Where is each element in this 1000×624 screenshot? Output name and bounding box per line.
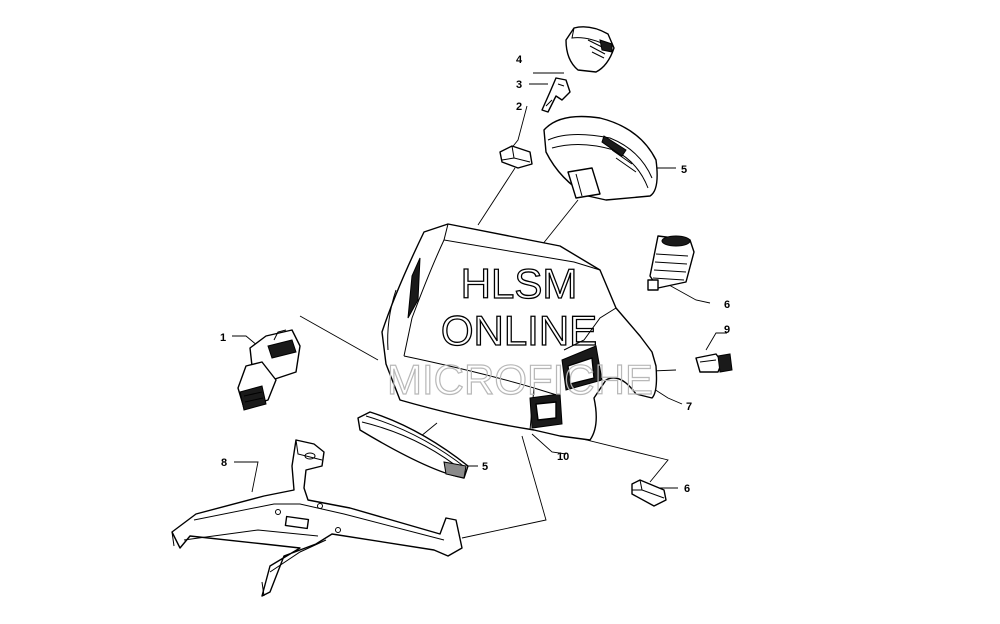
part-8-mounting-bracket — [171, 439, 463, 597]
part-5-lens-frame — [357, 411, 469, 479]
callout-3: 3 — [516, 79, 522, 91]
part-7-console-housing — [381, 223, 658, 441]
watermark-line-2: ONLINE — [441, 307, 597, 354]
part-2-nut — [499, 145, 533, 169]
watermark: HLSM ONLINE MICROFICHE — [386, 259, 653, 403]
part-9-push-rivet — [695, 353, 733, 373]
callout-6-lower: 6 — [684, 483, 690, 495]
callout-7: 7 — [686, 401, 692, 413]
watermark-line-1: HLSM — [461, 260, 578, 307]
callout-6-upper: 6 — [724, 299, 730, 311]
callout-8: 8 — [221, 457, 227, 469]
callout-5-upper: 5 — [681, 164, 687, 176]
part-5-gauge-upper — [543, 115, 658, 201]
part-6-nut — [631, 479, 667, 507]
callout-1: 1 — [220, 332, 226, 344]
callout-10: 10 — [557, 451, 569, 463]
part-4-key-cap — [565, 26, 615, 73]
callout-2: 2 — [516, 101, 522, 113]
callout-labels: 4 3 2 5 6 9 7 1 5 10 6 8 — [220, 54, 730, 495]
part-6-power-outlet — [647, 235, 695, 291]
callout-9: 9 — [724, 324, 730, 336]
callout-5-lower: 5 — [482, 461, 488, 473]
part-3-key — [541, 77, 571, 113]
callout-4: 4 — [516, 54, 523, 66]
part-1-ignition-switch — [237, 329, 301, 411]
watermark-line-3: MICROFICHE — [387, 356, 653, 403]
